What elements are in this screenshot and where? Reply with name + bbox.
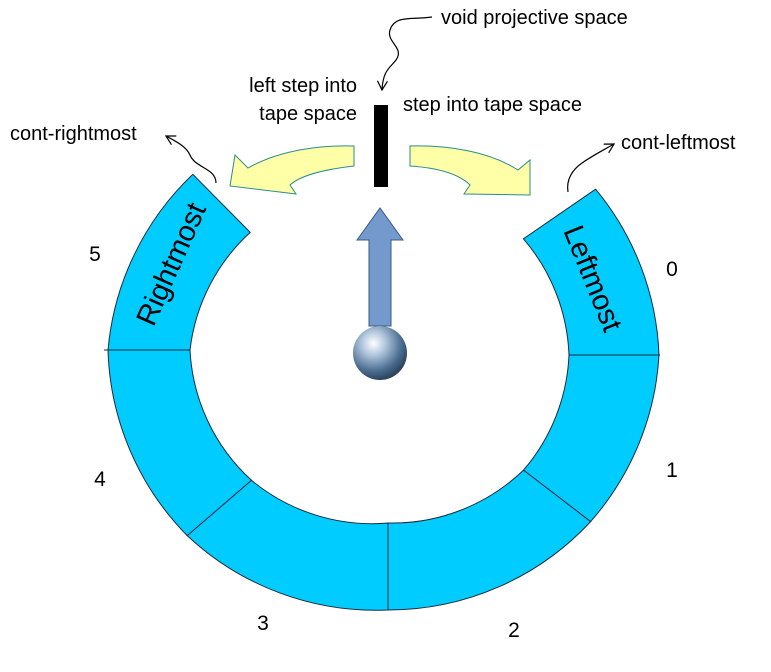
void-space-bar	[374, 105, 388, 187]
index-5: 5	[89, 243, 101, 266]
index-4: 4	[94, 468, 106, 491]
tape-ring	[104, 173, 660, 611]
step-into-label: step into tape space	[403, 94, 582, 116]
cont-rightmost-label: cont-rightmost	[10, 123, 137, 145]
cont-leftmost-pointer	[567, 143, 616, 193]
left-step-label-line1: left step into	[249, 75, 357, 97]
tape-head-ball	[353, 326, 407, 380]
void-space-label: void projective space	[441, 7, 628, 29]
left-step-arrow	[229, 145, 355, 195]
cont-rightmost-pointer	[164, 135, 217, 184]
index-1: 1	[666, 459, 678, 482]
tape-cell-5	[107, 173, 251, 351]
index-3: 3	[257, 612, 269, 635]
void-space-pointer	[376, 16, 433, 92]
step-into-arrow	[409, 145, 531, 196]
left-step-label-line2: tape space	[259, 103, 357, 125]
index-2: 2	[508, 619, 520, 642]
head-up-arrow	[356, 207, 404, 327]
cont-leftmost-label: cont-leftmost	[621, 132, 736, 154]
index-0: 0	[666, 258, 678, 281]
